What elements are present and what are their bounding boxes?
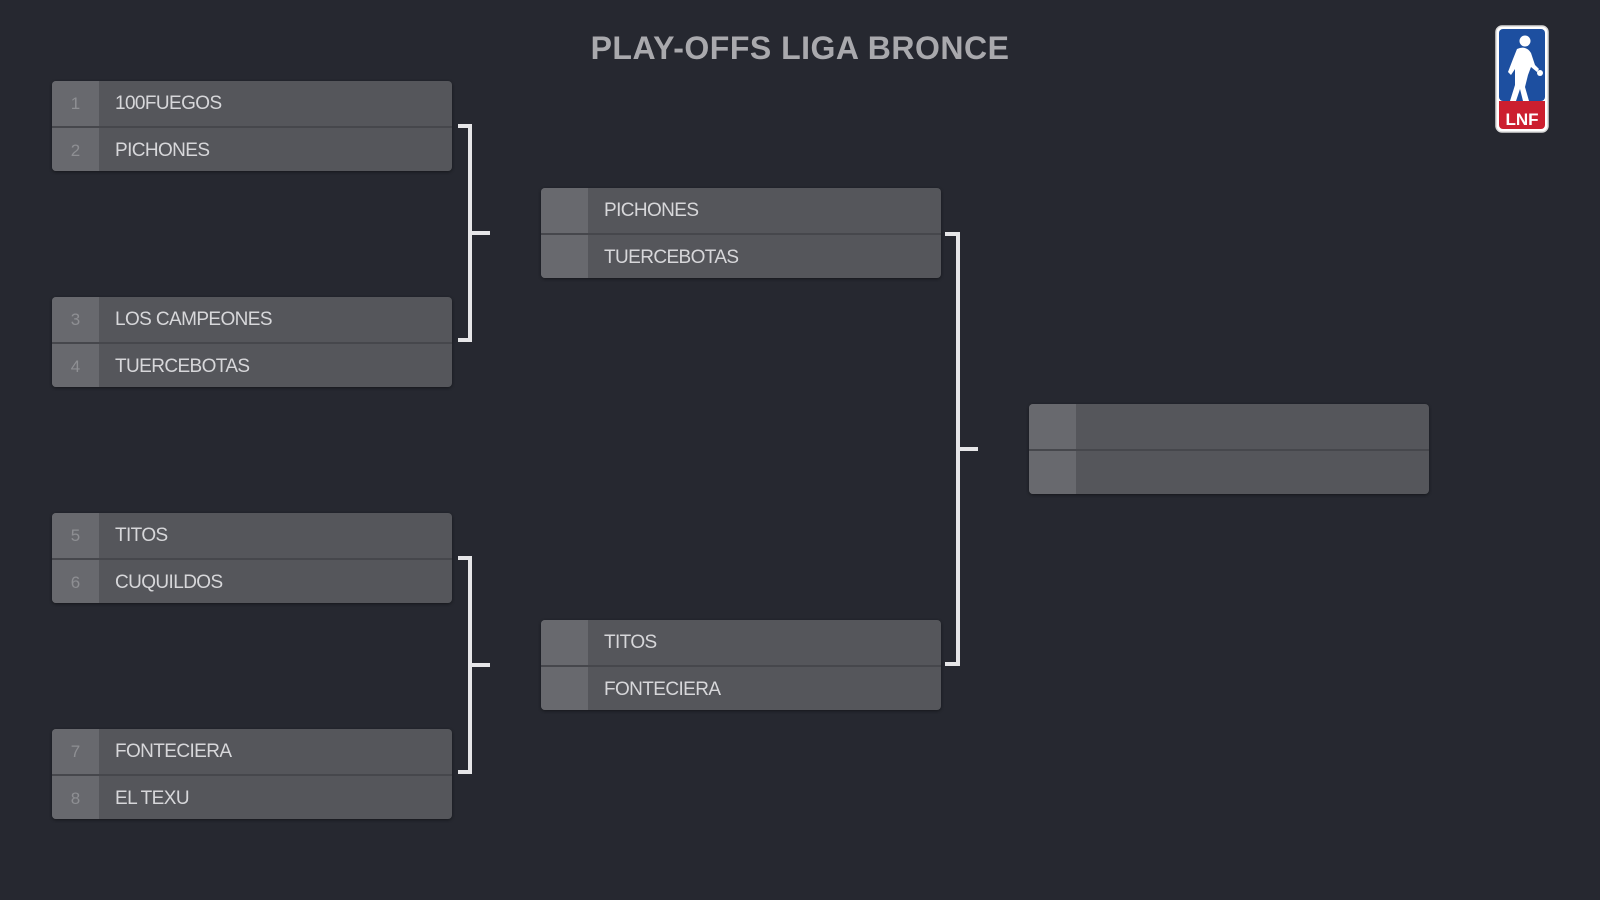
team-row[interactable]: FONTECIERA <box>541 665 941 710</box>
seed-box <box>1029 451 1076 494</box>
match-r2-2: TITOS FONTECIERA <box>541 620 941 710</box>
seed-box <box>1029 404 1076 449</box>
team-name: TITOS <box>115 524 168 546</box>
team-name: 100FUEGOS <box>115 92 222 114</box>
seed-box <box>541 620 588 665</box>
team-name: FONTECIERA <box>604 678 721 700</box>
seed-box: 3 <box>52 297 99 342</box>
seed-box: 4 <box>52 344 99 387</box>
match-r2-1: PICHONES TUERCEBOTAS <box>541 188 941 278</box>
seed-box: 7 <box>52 729 99 774</box>
match-r1-4: 7 FONTECIERA 8 EL TEXU <box>52 729 452 819</box>
team-row[interactable]: 5 TITOS <box>52 513 452 558</box>
team-name: PICHONES <box>115 139 210 161</box>
match-r1-2: 3 LOS CAMPEONES 4 TUERCEBOTAS <box>52 297 452 387</box>
seed-box: 5 <box>52 513 99 558</box>
team-row[interactable]: 7 FONTECIERA <box>52 729 452 774</box>
team-row[interactable]: 8 EL TEXU <box>52 774 452 819</box>
team-row[interactable]: 4 TUERCEBOTAS <box>52 342 452 387</box>
seed-box: 8 <box>52 776 99 819</box>
team-row[interactable]: TITOS <box>541 620 941 665</box>
seed-box: 1 <box>52 81 99 126</box>
seed-box <box>541 235 588 278</box>
connector-r2 <box>945 232 960 666</box>
team-name: TITOS <box>604 631 657 653</box>
seed-box: 2 <box>52 128 99 171</box>
team-name: TUERCEBOTAS <box>115 355 250 377</box>
match-r1-3: 5 TITOS 6 CUQUILDOS <box>52 513 452 603</box>
logo-text: LNF <box>1505 110 1538 129</box>
team-name: CUQUILDOS <box>115 571 223 593</box>
team-name <box>1076 451 1429 494</box>
connector-r1-bottom <box>458 556 472 774</box>
lnf-league-logo-icon: LNF <box>1495 25 1549 133</box>
team-name: FONTECIERA <box>115 740 232 762</box>
match-r1-1: 1 100FUEGOS 2 PICHONES <box>52 81 452 171</box>
team-name <box>1076 404 1429 449</box>
team-row[interactable]: 6 CUQUILDOS <box>52 558 452 603</box>
seed-box <box>541 667 588 710</box>
team-row[interactable]: PICHONES <box>541 188 941 233</box>
team-name: LOS CAMPEONES <box>115 308 273 330</box>
team-row[interactable] <box>1029 404 1429 449</box>
page-title: PLAY-OFFS LIGA BRONCE <box>590 30 1010 66</box>
team-row[interactable]: 2 PICHONES <box>52 126 452 171</box>
team-row[interactable]: TUERCEBOTAS <box>541 233 941 278</box>
team-row[interactable] <box>1029 449 1429 494</box>
seed-box: 6 <box>52 560 99 603</box>
seed-box <box>541 188 588 233</box>
team-name: EL TEXU <box>115 787 190 809</box>
match-final <box>1029 404 1429 494</box>
team-row[interactable]: 1 100FUEGOS <box>52 81 452 126</box>
connector-r1-top <box>458 124 472 342</box>
team-name: TUERCEBOTAS <box>604 246 739 268</box>
team-row[interactable]: 3 LOS CAMPEONES <box>52 297 452 342</box>
team-name: PICHONES <box>604 199 699 221</box>
